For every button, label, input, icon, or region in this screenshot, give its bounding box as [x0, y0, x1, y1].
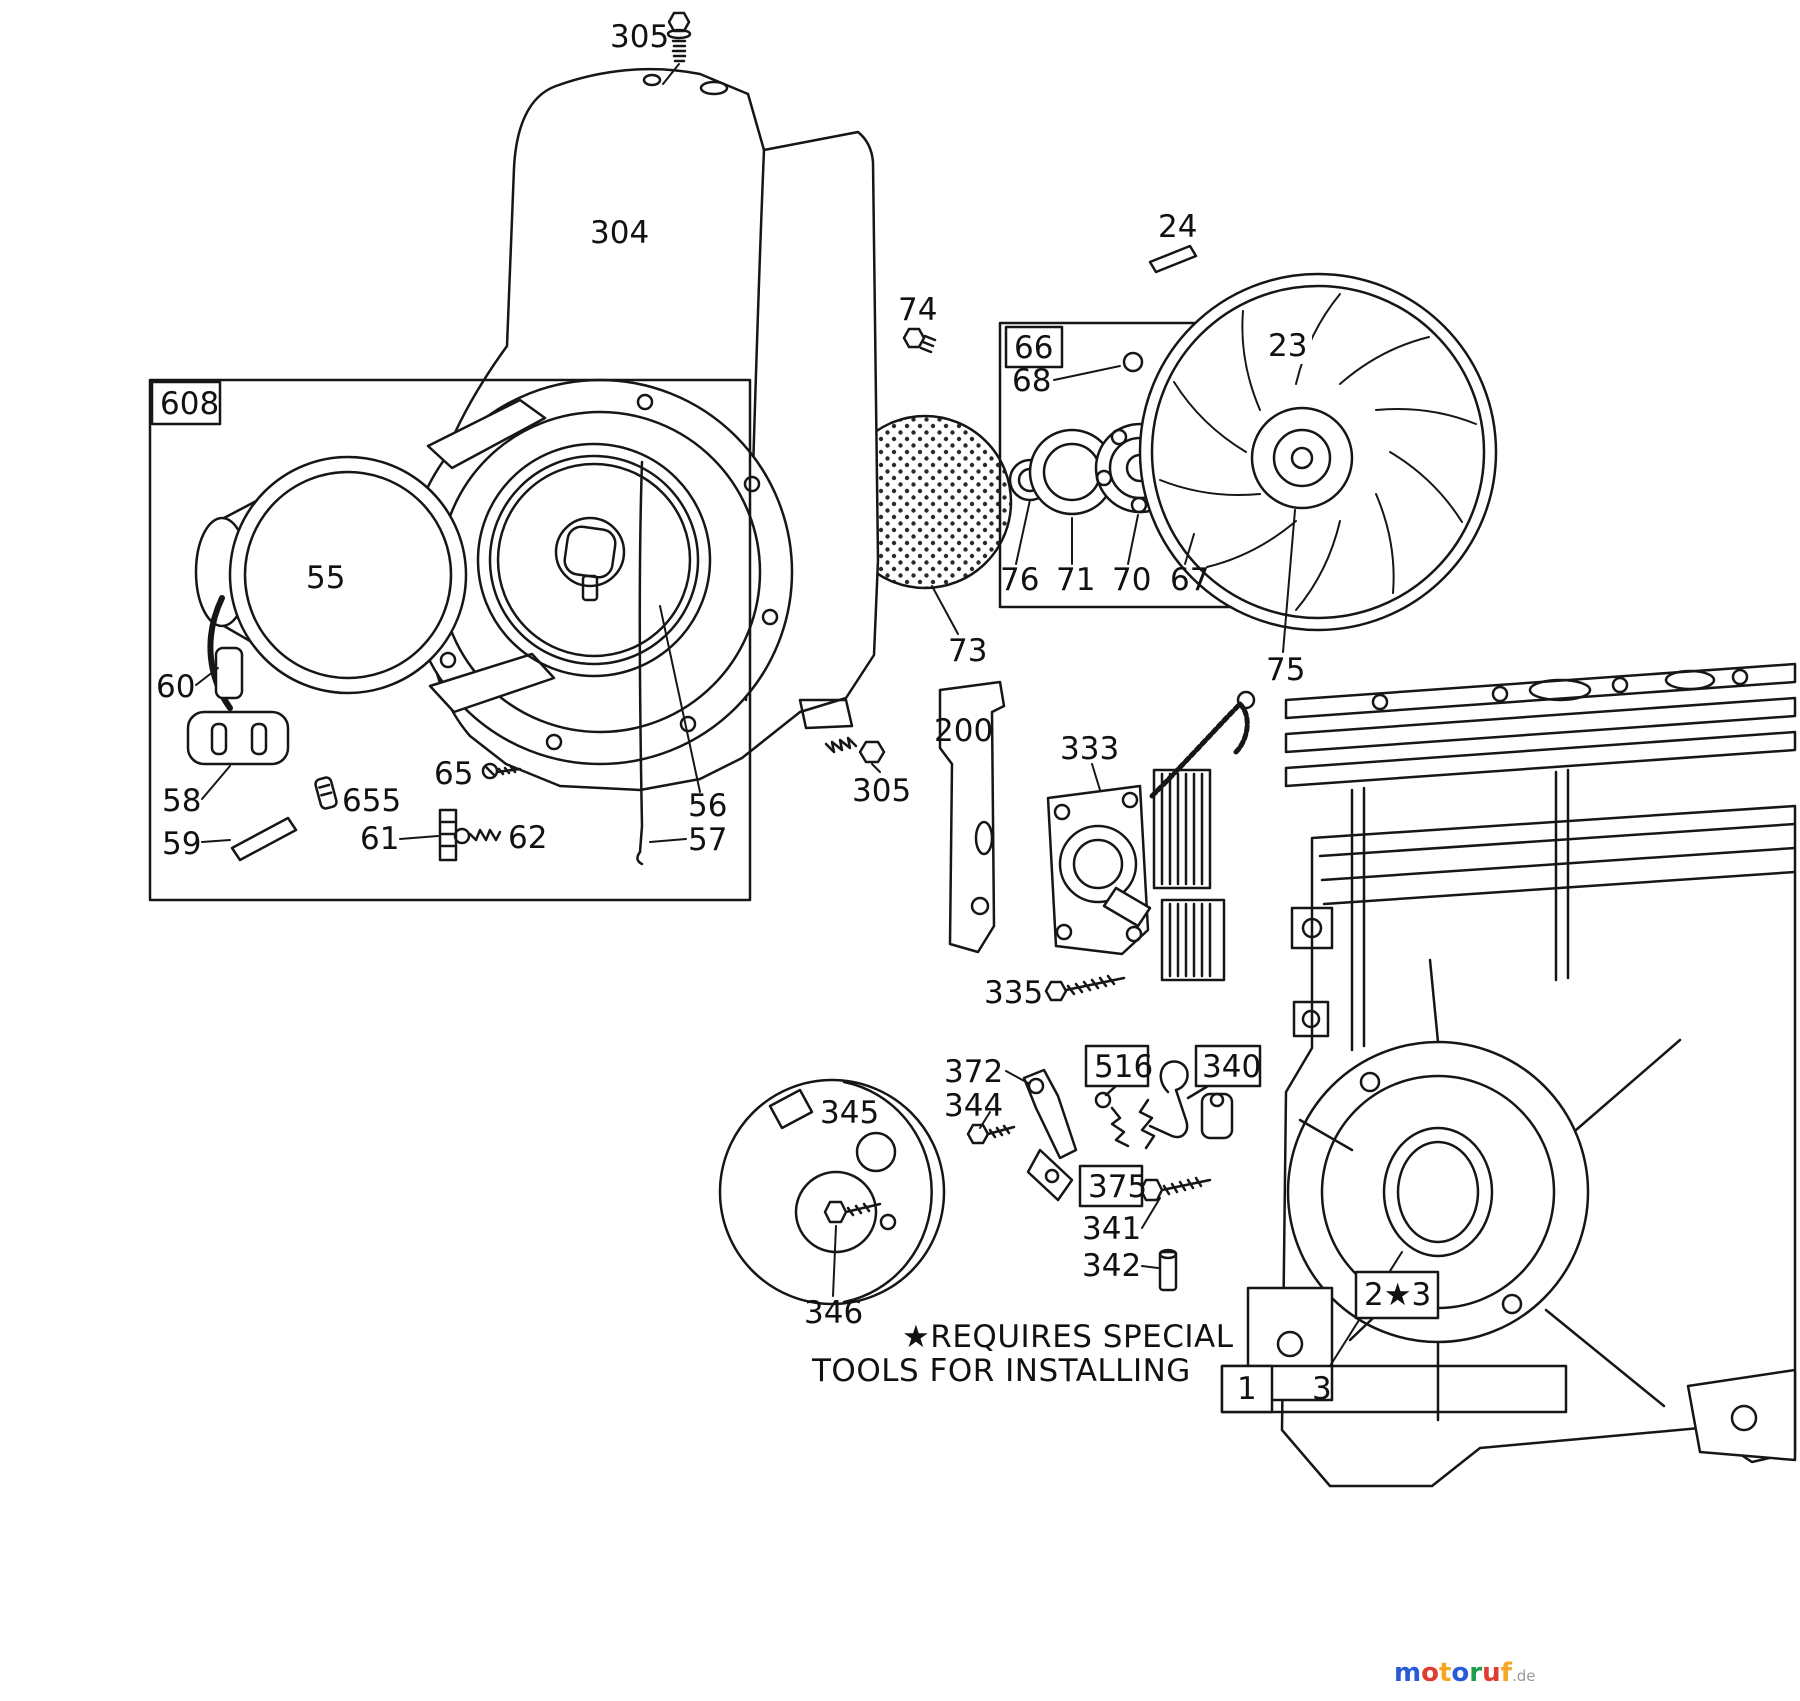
- watermark-letter: t: [1438, 1658, 1452, 1688]
- part-label-68: 68: [1012, 363, 1051, 399]
- part-label-2-3: 2★3: [1364, 1277, 1431, 1313]
- part-label-304: 304: [590, 215, 649, 251]
- part-label-346: 346: [804, 1295, 863, 1331]
- part-label-71: 71: [1056, 562, 1095, 598]
- part-label-3: 3: [1312, 1371, 1332, 1407]
- part-label-516: 516: [1094, 1049, 1153, 1085]
- part-label-341: 341: [1082, 1211, 1141, 1247]
- watermark-logo: motoruf.de: [1394, 1658, 1535, 1688]
- ignition-coil-drawing: [1044, 690, 1256, 1002]
- crankcase-drawing: [1220, 662, 1797, 1488]
- part-label-61: 61: [360, 821, 399, 857]
- part-labels: 305 304 74 24 23 66 68 76 71 70 67 75 73…: [156, 19, 1431, 1407]
- part-label-1: 1: [1237, 1371, 1257, 1407]
- part-label-59: 59: [162, 826, 201, 862]
- part-label-608: 608: [160, 386, 219, 422]
- watermark-letter: u: [1482, 1658, 1501, 1688]
- screw-74-drawing: [902, 327, 937, 354]
- blower-housing-drawing: [406, 67, 880, 866]
- counterweight-drawing: [718, 1078, 946, 1306]
- part-label-335: 335: [984, 975, 1043, 1011]
- bolt-305-mid-drawing: [824, 736, 886, 764]
- watermark-suffix: .de: [1511, 1667, 1536, 1685]
- part-label-200: 200: [934, 713, 993, 749]
- part-label-76: 76: [1000, 562, 1039, 598]
- special-tools-note-line1: ★REQUIRES SPECIAL: [902, 1319, 1234, 1355]
- part-label-62: 62: [508, 820, 547, 856]
- part-label-344: 344: [944, 1088, 1003, 1124]
- part-label-56: 56: [688, 788, 727, 824]
- part-label-60: 60: [156, 669, 195, 705]
- part-label-333: 333: [1060, 731, 1119, 767]
- diagram-linework: [148, 11, 1797, 1488]
- watermark-letter: m: [1394, 1658, 1422, 1688]
- part-label-342: 342: [1082, 1248, 1141, 1284]
- part-label-66: 66: [1014, 330, 1053, 366]
- special-tools-note-line2: TOOLS FOR INSTALLING: [811, 1353, 1191, 1389]
- linkage-drawing: [966, 1060, 1234, 1292]
- part-label-655: 655: [342, 783, 401, 819]
- part-label-305-top: 305: [610, 19, 669, 55]
- label-boxes: [150, 325, 1440, 1414]
- part-label-65: 65: [434, 756, 473, 792]
- stop-bracket-drawing: [938, 680, 1006, 954]
- watermark-letter: o: [1421, 1658, 1439, 1688]
- part-label-67: 67: [1170, 562, 1209, 598]
- part-label-372: 372: [944, 1054, 1003, 1090]
- part-label-55: 55: [306, 560, 345, 596]
- part-label-305-mid: 305: [852, 773, 911, 809]
- part-label-58: 58: [162, 783, 201, 819]
- part-label-24: 24: [1158, 209, 1197, 245]
- watermark-letter: o: [1451, 1658, 1470, 1688]
- part-label-340: 340: [1202, 1049, 1261, 1085]
- part-label-70: 70: [1112, 562, 1151, 598]
- part-label-73: 73: [948, 633, 987, 669]
- flywheel-drawing: [1138, 244, 1498, 632]
- kit-608-drawing: [148, 378, 752, 902]
- part-label-23: 23: [1268, 328, 1307, 364]
- watermark-letter: r: [1469, 1658, 1483, 1688]
- watermark-letter: f: [1500, 1658, 1512, 1688]
- part-label-345: 345: [820, 1095, 879, 1131]
- part-label-74: 74: [898, 292, 937, 328]
- part-label-75: 75: [1266, 652, 1305, 688]
- part-label-375: 375: [1088, 1169, 1147, 1205]
- bolt-305-top-drawing: [666, 11, 692, 63]
- part-label-57: 57: [688, 822, 727, 858]
